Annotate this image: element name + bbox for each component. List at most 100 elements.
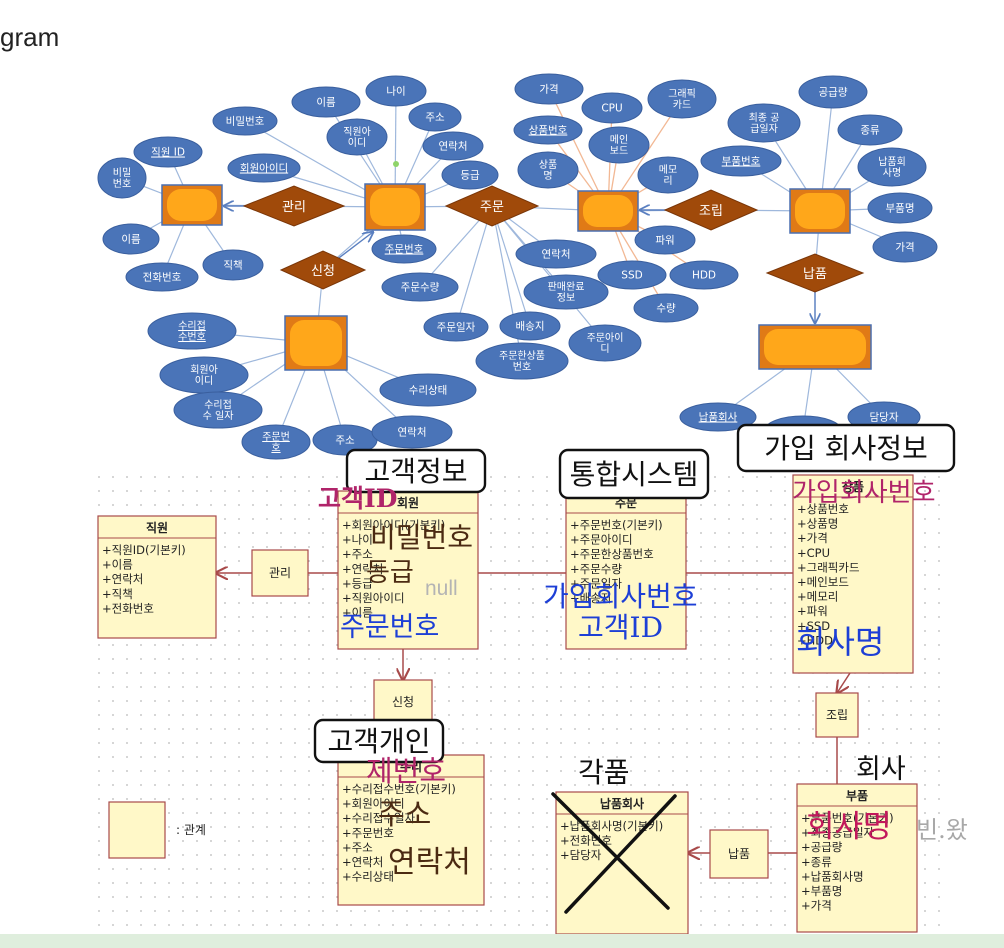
er-attribute: 메모리 [637, 156, 699, 194]
uml-connectors [216, 573, 851, 853]
er-entity [284, 315, 348, 371]
er-relationship: 신청 [279, 250, 367, 290]
er-relationship-diamond [663, 189, 759, 231]
uml-class-attribute: +주문아이디 [570, 533, 633, 547]
er-attribute-ellipse [637, 156, 699, 194]
handwritten-label: 가입 회사정보 [764, 432, 927, 465]
uml-class-attribute: +직원아이디 [342, 591, 405, 605]
er-attribute-label: 리 [663, 175, 672, 187]
er-attribute-ellipse [700, 145, 782, 177]
er-attribute: 나이 [365, 75, 427, 107]
er-attribute-label: 주문아이 [587, 332, 624, 344]
er-attribute-label: 메인 [610, 134, 628, 146]
er-attribute-label: 납품회 [878, 156, 906, 168]
er-attribute-label: 비밀번호 [226, 116, 265, 128]
er-attribute-ellipse [381, 272, 459, 302]
er-relationship-diamond [242, 185, 346, 227]
er-attribute: 부품번호 [700, 145, 782, 177]
er-attribute-label: 이름 [316, 97, 336, 109]
er-attribute-ellipse [867, 192, 933, 224]
uml-class-attribute: +주문일자 [570, 576, 622, 590]
uml-relation-label: 관리 [269, 566, 291, 580]
er-attribute-label: 주문일자 [437, 321, 476, 334]
er-attribute-ellipse [872, 231, 938, 263]
er-relationship: 납품 [765, 253, 865, 293]
er-attribute: CPU [581, 92, 643, 124]
er-relationship-label: 조립 [699, 204, 723, 219]
er-attribute-ellipse [202, 249, 264, 281]
er-attribute-label: 명 [543, 170, 552, 182]
er-connector [491, 205, 531, 327]
er-attribute-ellipse [514, 73, 584, 105]
cross-out-stroke [564, 794, 677, 914]
er-attribute-ellipse [669, 260, 739, 290]
er-attribute-label: 연락처 [398, 427, 427, 439]
uml-class-attribute: +담당자 [560, 848, 602, 862]
er-attribute: 수리상태 [379, 373, 477, 407]
er-attribute-label: 회원아 [190, 364, 218, 376]
er-entity-redaction [167, 189, 217, 221]
er-attribute-ellipse [241, 424, 311, 460]
uml-class-attribute: +주문수량 [570, 562, 622, 576]
er-attribute-ellipse [568, 324, 642, 362]
er-attribute-label: 나이 [386, 86, 405, 98]
er-entity [789, 188, 851, 234]
uml-class-title: 부품 [846, 789, 868, 803]
er-relationship: 조립 [663, 189, 759, 231]
er-attribute: 주문수량 [381, 272, 459, 302]
er-attribute-ellipse [125, 262, 199, 292]
bottom-status-bar [0, 934, 1004, 948]
handwritten-box [736, 423, 956, 473]
uml-connector [837, 672, 851, 693]
handwritten-label: 회사 [856, 754, 906, 785]
uml-class-attribute: +나이 [342, 533, 373, 547]
er-attribute-ellipse [837, 114, 903, 146]
er-attribute-ellipse [379, 373, 477, 407]
er-attribute-label: 전화번호 [143, 272, 182, 284]
uml-class-attribute: +최종공급일자 [801, 826, 875, 840]
er-attribute-label: 번호 [513, 361, 531, 373]
er-attribute-label: SSD [621, 270, 642, 282]
er-attribute-ellipse [422, 131, 484, 161]
uml-class-box [337, 490, 479, 650]
er-attribute-label: 판매완료 [548, 281, 585, 293]
uml-class-title: 납품회사 [600, 796, 644, 811]
er-attribute: 배송지 [499, 311, 561, 341]
er-entity-redaction [370, 188, 420, 226]
er-attribute-label: 최종 공 [749, 112, 780, 124]
er-attribute-label: 부품명 [886, 203, 915, 215]
er-attribute: 종류 [837, 114, 903, 146]
er-relationship: 주문 [444, 185, 540, 227]
er-attribute-label: 메모 [659, 164, 677, 176]
er-attribute-ellipse [634, 225, 696, 255]
uml-class-attribute: +납품회사명 [801, 869, 864, 883]
er-attribute-label: 상품번호 [529, 125, 568, 137]
er-attribute-ellipse [515, 239, 597, 269]
uml-legend: : 관계 [108, 801, 206, 859]
uml-class-title: 직원 [146, 520, 168, 535]
er-attribute-ellipse [727, 103, 801, 143]
er-relationship-diamond [765, 253, 865, 293]
er-attribute: 최종 공급일자 [727, 103, 801, 143]
er-attribute: 연락처 [371, 415, 453, 449]
uml-relation-label: 신청 [392, 695, 414, 709]
er-attribute-label: 주문한상품 [499, 350, 545, 362]
uml-relation: 관리 [251, 549, 309, 597]
uml-class-attribute: +부품명 [801, 884, 842, 898]
er-attribute-label: 연락처 [439, 141, 468, 153]
er-attribute-label: 가격 [895, 241, 914, 254]
er-attribute: 주문일자 [423, 312, 489, 342]
er-attribute-label: HDD [692, 270, 716, 282]
page-title: gram [0, 22, 60, 52]
er-attribute-label: 등급 [460, 170, 480, 182]
cross-out-stroke [551, 792, 670, 910]
uml-class-title: 상품 [842, 479, 864, 494]
er-attribute: 비밀번호 [212, 106, 278, 136]
er-attribute-label: 보드 [610, 145, 628, 157]
er-attribute-label: 수량 [656, 303, 676, 315]
uml-class: 직원+직원ID(기본키)+이름+연락처+직책+전화번호 [97, 515, 217, 639]
er-attribute: 수리접수 일자 [173, 391, 263, 429]
er-attribute-ellipse [371, 234, 437, 264]
uml-class-box [796, 783, 918, 933]
